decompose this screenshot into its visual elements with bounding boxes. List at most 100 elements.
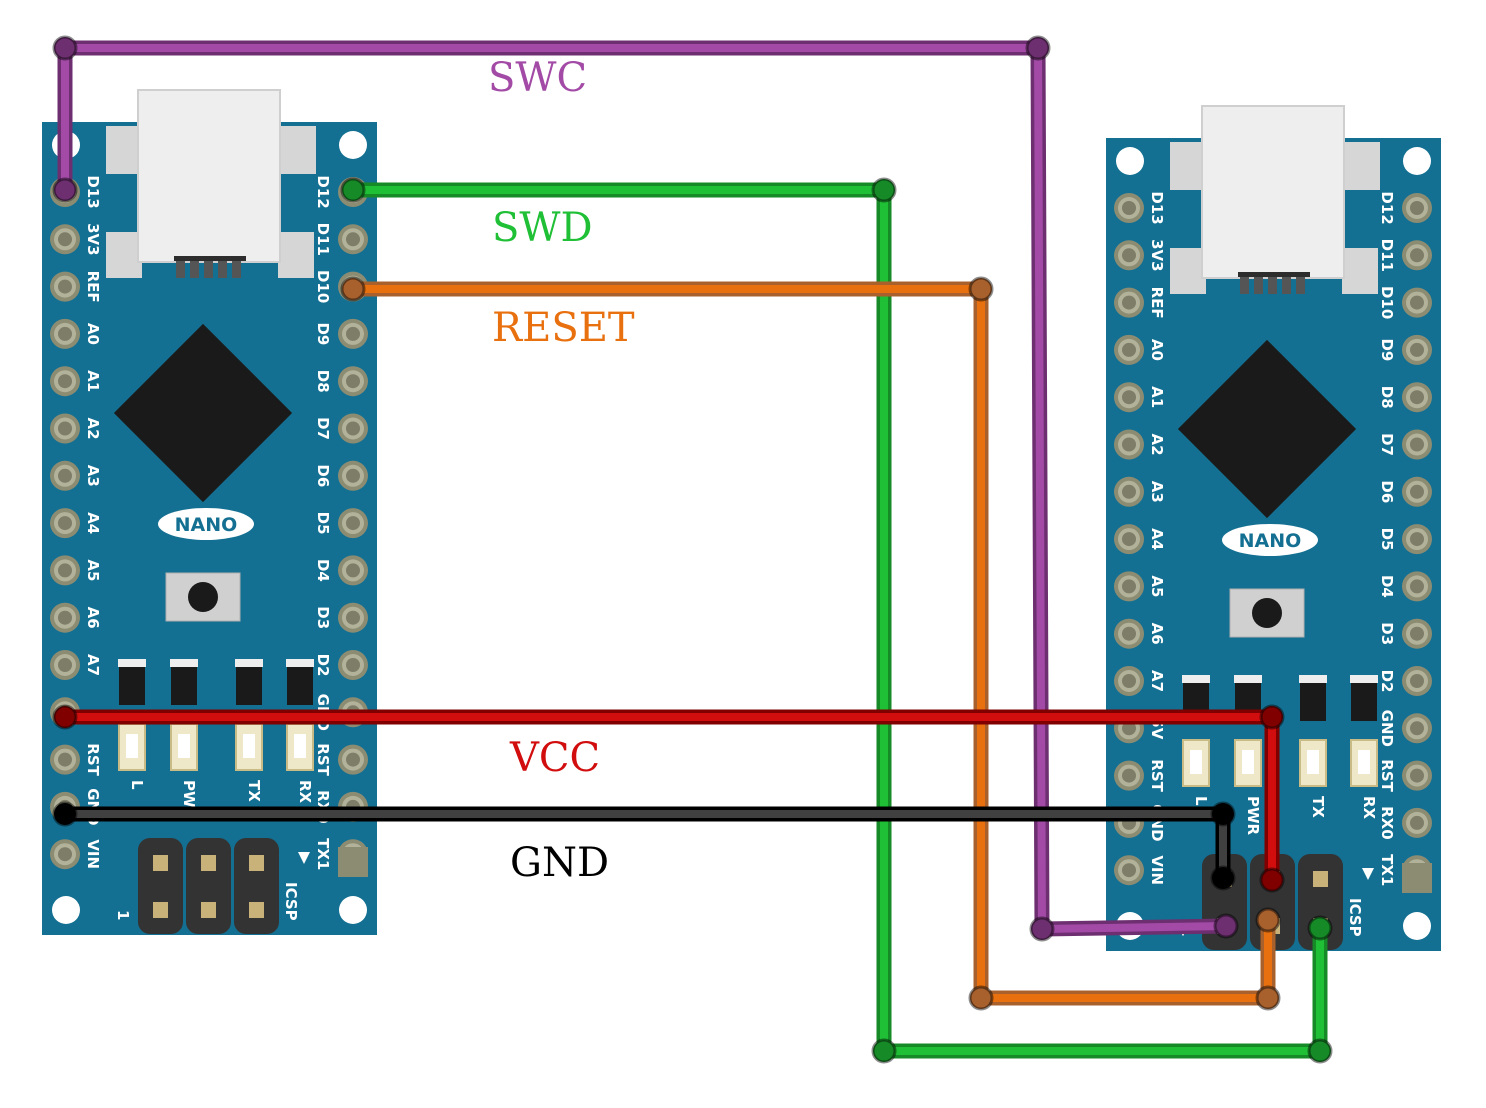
wire-endpoint bbox=[1025, 35, 1051, 61]
pin-label-d10: D10 bbox=[1378, 286, 1396, 319]
pin-label-a1: A1 bbox=[84, 370, 102, 392]
icsp-pin bbox=[249, 902, 264, 918]
header-pin-left-hole bbox=[58, 658, 72, 672]
header-pin-right-hole bbox=[1410, 295, 1424, 310]
pin-label-a5: A5 bbox=[84, 559, 102, 581]
usb-connector bbox=[1201, 105, 1345, 279]
header-pin-right-hole bbox=[1410, 390, 1424, 405]
header-pin-right-hole bbox=[1410, 484, 1424, 499]
pin-label-d10: D10 bbox=[314, 270, 332, 303]
header-pin-right-hole bbox=[346, 563, 360, 578]
status-led-lens bbox=[243, 734, 255, 758]
pin-label-d5: D5 bbox=[314, 512, 332, 535]
pin-label-rst: RST bbox=[84, 743, 102, 776]
label-vcc: VCC bbox=[509, 735, 600, 781]
header-pin-left-hole bbox=[1122, 248, 1136, 263]
header-pin-right-hole bbox=[346, 421, 360, 436]
led-label-tx: TX bbox=[1309, 796, 1327, 818]
icsp-arrow bbox=[1362, 868, 1374, 880]
pin-label-rst: RST bbox=[1148, 759, 1166, 792]
header-pin-left-hole bbox=[1122, 674, 1136, 688]
pin-label-ref: REF bbox=[84, 271, 102, 303]
header-pin-left-hole bbox=[58, 468, 72, 483]
header-pin-right-hole bbox=[346, 232, 360, 247]
usb-tab bbox=[278, 232, 314, 278]
usb-contact bbox=[1240, 277, 1249, 294]
icsp-pin bbox=[1313, 871, 1328, 887]
icsp-arrow bbox=[298, 852, 310, 864]
wires-layer bbox=[52, 35, 1333, 1064]
tx1-square-pad bbox=[1402, 863, 1432, 893]
led-label-rx: RX bbox=[1360, 796, 1378, 820]
nano-badge-text: NANO bbox=[175, 514, 238, 536]
pin-label-3v3: 3V3 bbox=[1148, 239, 1166, 271]
resistor-cap bbox=[1234, 675, 1262, 683]
wire-endpoint bbox=[52, 801, 78, 827]
header-pin-right-hole bbox=[346, 658, 360, 672]
led-label-l: L bbox=[1192, 796, 1210, 806]
icsp-header-column bbox=[234, 838, 279, 934]
pin-label-d2: D2 bbox=[1378, 670, 1396, 693]
led-label-rx: RX bbox=[296, 780, 314, 804]
icsp-pin bbox=[201, 855, 216, 871]
usb-contact bbox=[176, 261, 185, 278]
pin-label-a6: A6 bbox=[1148, 623, 1166, 645]
header-pin-right-hole bbox=[346, 374, 360, 389]
resistor bbox=[287, 667, 313, 705]
header-pin-left-hole bbox=[1122, 295, 1136, 310]
pin-label-a3: A3 bbox=[84, 465, 102, 487]
label-gnd: GND bbox=[510, 840, 609, 886]
wire-endpoint bbox=[871, 1038, 897, 1064]
pin-label-a4: A4 bbox=[1148, 528, 1166, 550]
icsp-pin bbox=[201, 902, 216, 918]
usb-tab bbox=[1170, 248, 1206, 294]
pin-label-a6: A6 bbox=[84, 607, 102, 629]
mounting-hole bbox=[52, 896, 80, 924]
usb-contact bbox=[1296, 277, 1305, 294]
pin-label-a1: A1 bbox=[1148, 386, 1166, 408]
header-pin-right-hole bbox=[1410, 579, 1424, 594]
wire-swd bbox=[340, 177, 1333, 1064]
pin-label-vin: VIN bbox=[84, 839, 102, 869]
mcu-chip bbox=[113, 323, 293, 503]
pin-label-a0: A0 bbox=[84, 323, 102, 345]
wire-endpoint bbox=[1259, 704, 1285, 730]
header-pin-left-hole bbox=[58, 326, 72, 341]
icsp-pin bbox=[249, 855, 264, 871]
label-swc: SWC bbox=[488, 55, 587, 101]
header-pin-left-hole bbox=[58, 752, 72, 767]
header-pin-left-hole bbox=[58, 421, 72, 436]
pin-label-d8: D8 bbox=[1378, 386, 1396, 409]
pin-label-d4: D4 bbox=[314, 559, 332, 582]
wire-endpoint bbox=[340, 177, 366, 203]
led-label-pwr: PWR bbox=[1244, 796, 1262, 836]
status-led-lens bbox=[1307, 750, 1319, 774]
header-pin-right-hole bbox=[1410, 532, 1424, 547]
pin-label-tx1: TX1 bbox=[314, 838, 332, 870]
pin-label-d7: D7 bbox=[314, 417, 332, 440]
nano-badge-text: NANO bbox=[1239, 530, 1302, 552]
header-pin-right-hole bbox=[346, 752, 360, 767]
label-reset: RESET bbox=[492, 305, 635, 351]
pin-label-rst: RST bbox=[314, 743, 332, 776]
wire-reset bbox=[340, 276, 1281, 1011]
usb-connector bbox=[137, 89, 281, 263]
pin-label-d5: D5 bbox=[1378, 528, 1396, 551]
header-pin-right-hole bbox=[346, 468, 360, 483]
wire-endpoint bbox=[1307, 1038, 1333, 1064]
status-led-lens bbox=[294, 734, 306, 758]
pin-label-3v3: 3V3 bbox=[84, 223, 102, 255]
wire-endpoint bbox=[1029, 916, 1055, 942]
led-label-l: L bbox=[128, 780, 146, 790]
resistor bbox=[236, 667, 262, 705]
wire-vcc bbox=[52, 704, 1285, 893]
wire-endpoint bbox=[968, 985, 994, 1011]
usb-contact bbox=[232, 261, 241, 278]
wire-swc bbox=[52, 35, 1239, 942]
nano-badge bbox=[158, 508, 254, 540]
pin-label-ref: REF bbox=[1148, 287, 1166, 319]
usb-tab bbox=[106, 232, 142, 278]
header-pin-left-hole bbox=[1122, 863, 1136, 878]
header-pin-right-hole bbox=[1410, 248, 1424, 263]
